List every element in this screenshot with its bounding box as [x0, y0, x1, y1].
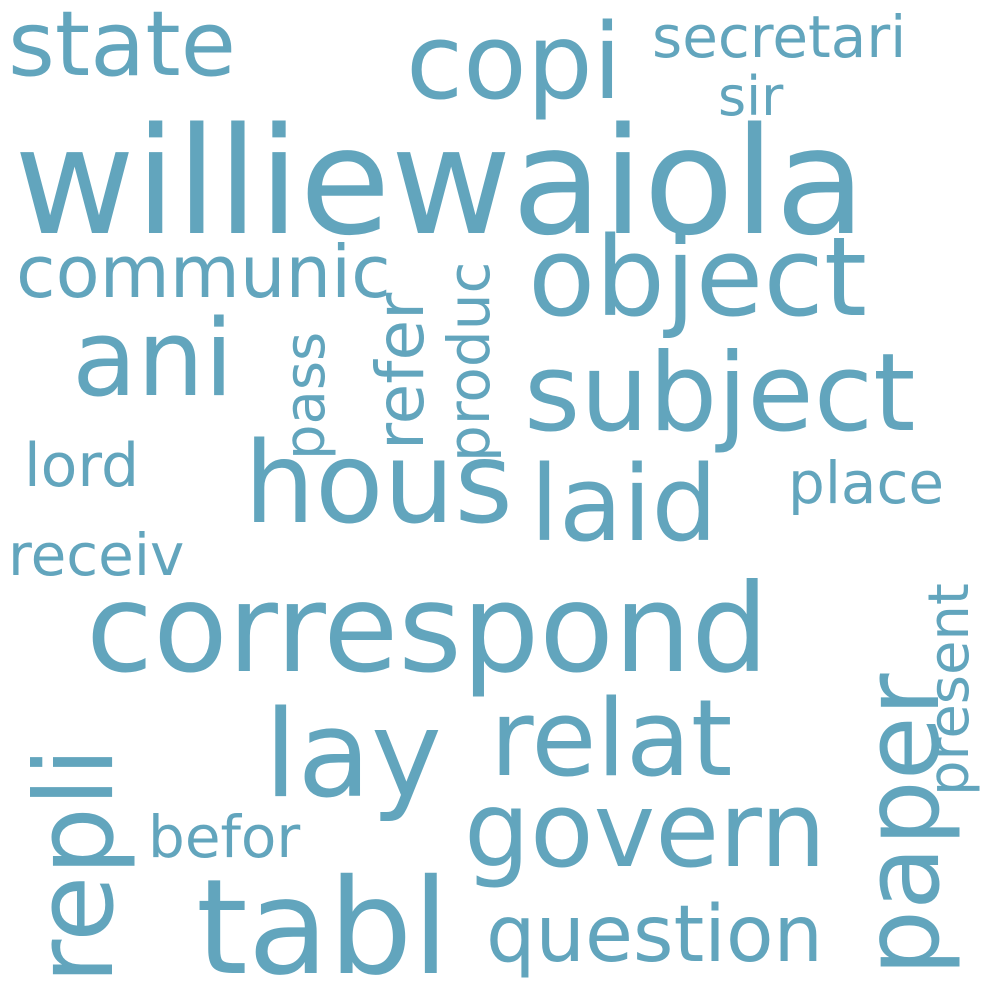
word-tabl: tabl: [196, 851, 450, 1000]
word-befor: befor: [148, 803, 301, 871]
word-repli: repli: [13, 746, 138, 984]
word-refer: refer: [362, 292, 439, 450]
word-lord: lord: [24, 431, 140, 501]
word-copi: copi: [406, 1, 622, 123]
word-ani: ani: [72, 297, 234, 420]
word-subject: subject: [524, 331, 916, 456]
word-govern: govern: [464, 769, 827, 891]
word-hous: hous: [244, 419, 513, 549]
word-place: place: [788, 449, 945, 517]
word-state: state: [8, 0, 236, 97]
word-question: question: [486, 890, 823, 980]
word-relat: relat: [490, 677, 733, 800]
word-lay: lay: [264, 686, 442, 825]
word-pass: pass: [273, 331, 338, 460]
word-correspond: correspond: [86, 558, 769, 700]
word-laid: laid: [530, 443, 718, 565]
word-sir: sir: [718, 65, 784, 128]
word-produc: produc: [435, 261, 503, 462]
word-receiv: receiv: [8, 521, 185, 589]
word-williewaiola: williewaiola: [14, 96, 866, 268]
word-object: object: [528, 213, 867, 341]
word-present: present: [917, 583, 982, 796]
word-communic: communic: [16, 230, 391, 314]
word-secretari: secretari: [652, 3, 907, 71]
